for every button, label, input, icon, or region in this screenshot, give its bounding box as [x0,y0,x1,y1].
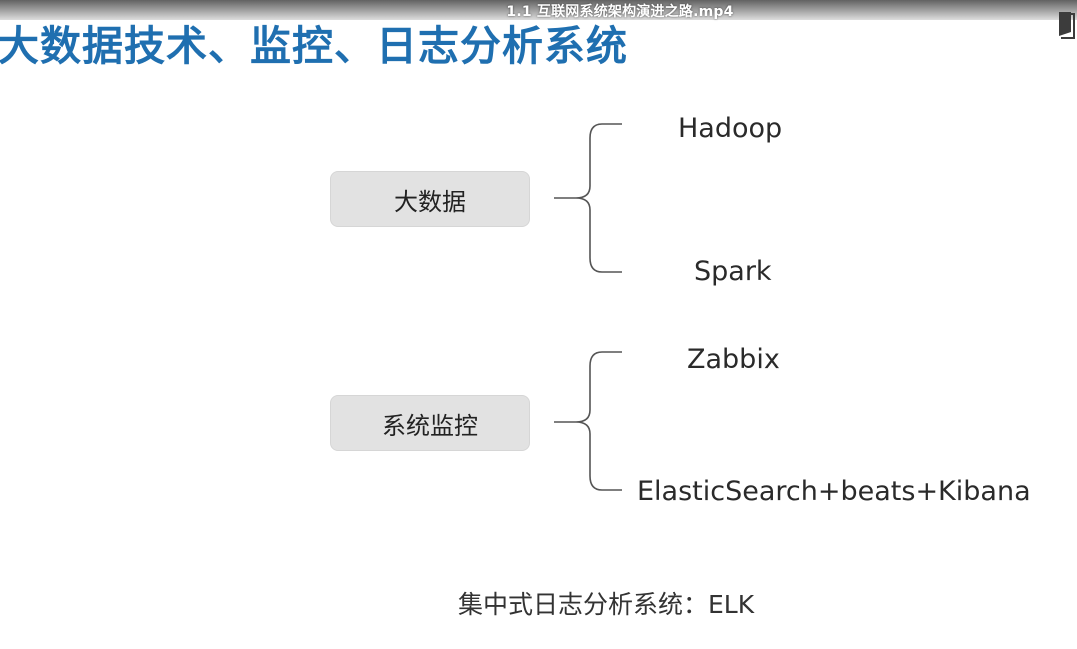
slide-title: 大数据技术、监控、日志分析系统 [0,22,628,70]
category-label: 系统监控 [382,411,478,440]
footer-note: 集中式日志分析系统：ELK [458,590,755,619]
category-box-monitoring: 系统监控 [330,395,530,451]
category-label: 大数据 [394,187,466,216]
tech-item-hadoop: Hadoop [678,113,783,144]
video-title-bar [0,0,1077,20]
tech-item-spark: Spark [694,256,772,287]
tech-item-elk-stack: ElasticSearch+beats+Kibana [637,476,1031,507]
bookmark-icon[interactable] [1057,10,1075,40]
category-box-bigdata: 大数据 [330,171,530,227]
tech-item-zabbix: Zabbix [687,344,780,375]
video-filename: 1.1 互联网系统架构演进之路.mp4 [506,4,734,20]
brace-monitoring [554,351,622,491]
brace-bigdata [554,123,622,273]
